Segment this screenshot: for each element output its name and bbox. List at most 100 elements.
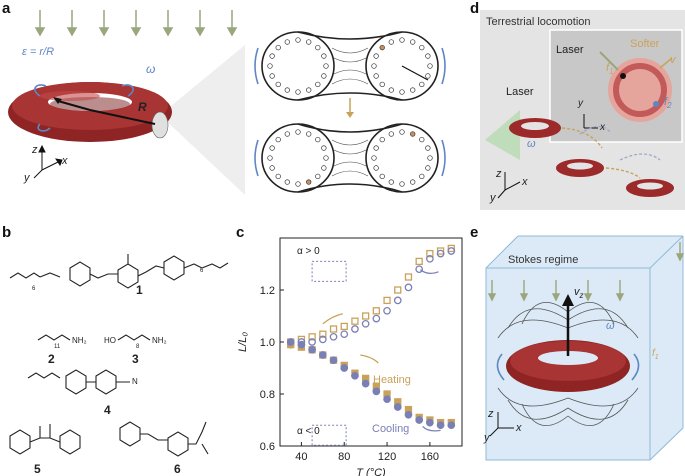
data-point xyxy=(447,247,456,255)
section-dot xyxy=(269,165,275,171)
alpha-neg-box xyxy=(311,424,347,446)
crawling-tori xyxy=(509,118,674,197)
section-dot xyxy=(284,131,290,137)
section-dot xyxy=(284,87,290,93)
section-dot xyxy=(373,165,379,171)
section-dot xyxy=(275,173,281,180)
section-dot xyxy=(419,44,425,51)
data-point xyxy=(340,322,348,331)
axis-x-e: x xyxy=(516,422,522,434)
cooling-arrow-down xyxy=(422,425,441,432)
data-point xyxy=(319,330,327,338)
section-dot xyxy=(373,73,379,79)
section-dot xyxy=(269,145,275,151)
compound-5: 5 xyxy=(34,462,41,476)
data-point xyxy=(404,410,413,419)
data-point xyxy=(372,387,381,396)
data-point xyxy=(351,317,359,325)
alpha-positive-label: α > 0 xyxy=(297,246,320,257)
cross-section-schematic xyxy=(254,31,446,193)
y-tick-label: 1.0 xyxy=(260,337,275,349)
y-tick-label: 1.2 xyxy=(260,285,275,297)
data-point xyxy=(361,312,370,320)
radius-label: R xyxy=(138,100,147,114)
heating-arrow-up xyxy=(322,313,343,325)
laser-inset-label: Laser xyxy=(556,44,584,56)
data-point xyxy=(372,307,381,315)
data-point xyxy=(394,286,402,294)
cooling-label: Cooling xyxy=(372,423,410,435)
section-dot xyxy=(410,87,416,93)
data-point xyxy=(426,418,434,427)
radius-arrow xyxy=(89,109,156,125)
section-dot xyxy=(425,53,431,59)
data-point xyxy=(308,345,316,354)
cross-section-cut xyxy=(151,111,169,139)
section-dot xyxy=(295,89,301,95)
data-point xyxy=(351,371,359,380)
heating-arrow-down xyxy=(360,354,379,364)
cooling-arrow-up xyxy=(420,269,439,275)
section-dot xyxy=(373,145,379,151)
axis-x-d: x xyxy=(522,176,528,188)
compound-2: 2 xyxy=(48,352,55,366)
compound-6: 6 xyxy=(174,462,181,476)
section-dot xyxy=(399,129,405,135)
omega-label-d: ω xyxy=(527,138,536,150)
omega-label-e: ω xyxy=(606,320,615,332)
data-point xyxy=(426,249,434,258)
omega-label-a: ω xyxy=(146,62,156,76)
axis-z-a: z xyxy=(32,144,38,156)
section-dot xyxy=(410,179,416,185)
data-point xyxy=(297,340,306,349)
section-dot xyxy=(379,81,385,88)
section-dot xyxy=(321,165,327,171)
f1-label-e: f1 xyxy=(652,348,659,361)
panel-label-d: d xyxy=(470,0,480,17)
data-point xyxy=(415,257,423,266)
data-point xyxy=(383,296,391,305)
section-dot xyxy=(315,44,321,51)
data-point xyxy=(447,244,455,253)
data-point xyxy=(340,364,349,372)
inset-axis-y: y xyxy=(578,98,583,109)
section-dot xyxy=(410,39,416,45)
section-dot xyxy=(306,87,312,93)
sub-label-3: 8 xyxy=(136,344,140,350)
section-dot xyxy=(321,73,327,79)
section-dot xyxy=(323,155,329,161)
section-dot xyxy=(425,145,431,151)
section-dot xyxy=(321,145,327,151)
nh2-label-3: NH₂ xyxy=(152,336,167,345)
data-point xyxy=(361,379,370,388)
section-dot xyxy=(295,37,301,43)
section-dot xyxy=(269,53,275,59)
section-dot xyxy=(295,129,301,135)
f2-label-d: f2 xyxy=(664,96,672,111)
nh2-label-2: NH₂ xyxy=(72,336,87,345)
section-dot xyxy=(388,39,394,45)
section-dot xyxy=(419,81,425,88)
section-dot xyxy=(295,181,301,187)
panel-e-scene xyxy=(485,235,685,461)
x-tick-label: 120 xyxy=(378,451,396,463)
section-dot xyxy=(275,136,281,143)
section-dot xyxy=(267,155,273,161)
y-axis-label: L/L₀ xyxy=(237,332,249,352)
data-point xyxy=(340,330,349,339)
plot-frame xyxy=(279,237,463,447)
x-tick-label: 160 xyxy=(421,451,439,463)
compound-4: 4 xyxy=(104,403,111,417)
section-dot xyxy=(275,81,281,88)
stokes-title: Stokes regime xyxy=(508,254,579,266)
section-dot xyxy=(284,179,290,185)
section-dot xyxy=(306,39,312,45)
data-point xyxy=(415,265,424,274)
heating-label: Heating xyxy=(373,374,411,386)
zoom-cone xyxy=(160,45,245,195)
alpha-pos-box xyxy=(311,260,347,282)
section-dot xyxy=(379,44,385,51)
sub-label-2: 11 xyxy=(54,344,61,350)
axis-y-a: y xyxy=(24,172,30,184)
